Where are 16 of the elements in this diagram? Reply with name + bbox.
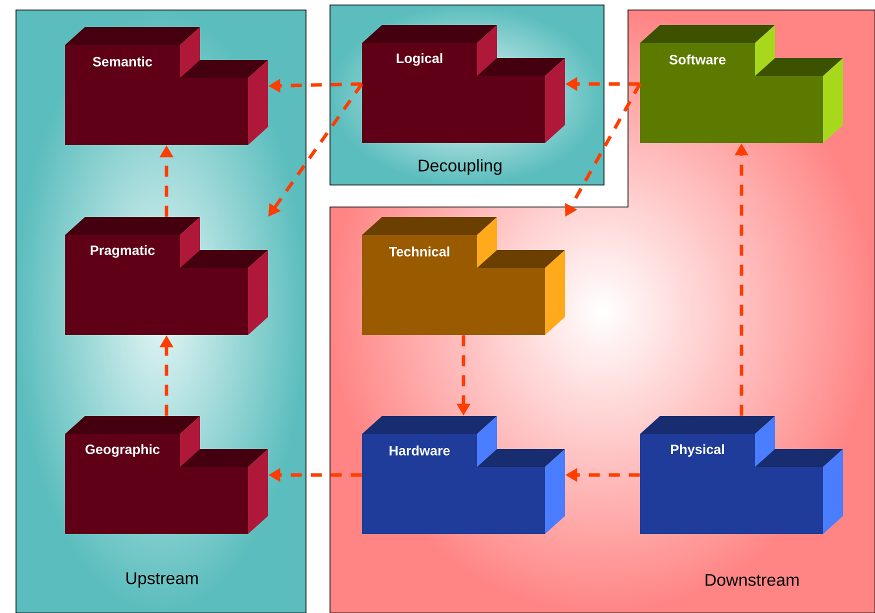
package-box: Physical	[640, 416, 844, 534]
node-label: Pragmatic	[90, 245, 155, 258]
node-label: Semantic	[92, 56, 152, 66]
package-box: Hardware	[362, 416, 565, 534]
node-label: Physical	[671, 444, 724, 457]
package-box: Logical	[362, 25, 565, 143]
package-box: Geographic	[65, 416, 268, 534]
package-box: Semantic	[65, 27, 268, 145]
node-label: Geographic	[86, 444, 160, 457]
node-label: Hardware	[390, 446, 450, 456]
node-label: Logical	[396, 53, 442, 66]
package-box: Technical	[362, 217, 565, 335]
node-label: Software	[669, 54, 726, 64]
package-box: Pragmatic	[65, 217, 268, 335]
package-box: Software	[640, 25, 844, 143]
node-label: Technical	[389, 246, 450, 256]
